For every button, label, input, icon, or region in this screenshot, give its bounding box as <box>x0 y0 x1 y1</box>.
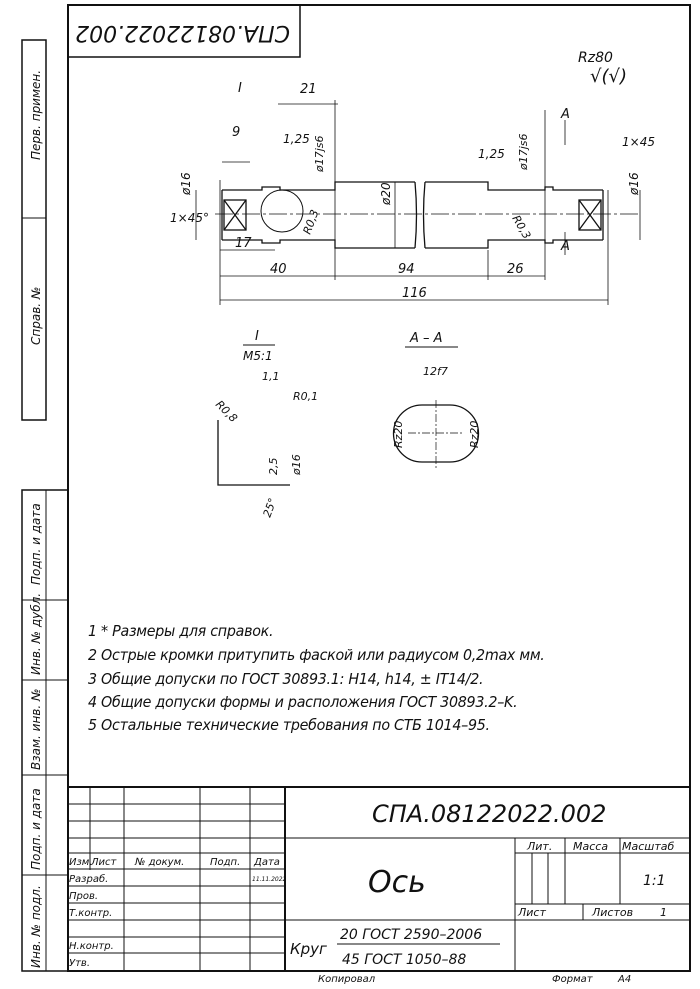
dim-1-25-left: 1,25 <box>283 132 310 146</box>
dim-chamfer-left: 1×45° <box>170 211 209 225</box>
section-rz-left: Rz20 <box>392 421 405 448</box>
tb-scale-label: Масштаб <box>622 840 674 853</box>
section-AA: А – А 12f7 Rz20 Rz20 <box>392 331 481 468</box>
label-inv-podl: Инв. № подл. <box>29 885 43 968</box>
dim-94: 94 <box>398 262 415 277</box>
section-title: А – А <box>409 331 443 346</box>
detail-dim-1-1: 1,1 <box>262 370 280 383</box>
tb-date: 11.11.2022 <box>252 876 287 883</box>
label-vzam-inv: Взам. инв. № <box>29 689 43 770</box>
section-width: 12f7 <box>423 365 448 378</box>
tb-sheet: Лист <box>517 906 546 919</box>
detail-scale: M5:1 <box>243 349 273 363</box>
note-1: 1 * Размеры для справок. <box>88 622 274 640</box>
shaft-view: 21 9 1,25 1,25 ø17js6 ø17js6 ø16 ø16 ø20… <box>170 81 655 305</box>
stamp-designation: СПА.08122022.002 <box>75 20 290 45</box>
note-5: 5 Остальные технические требования по СТ… <box>88 716 490 734</box>
dim-phi17-left: ø17js6 <box>313 135 326 173</box>
tb-copied: Копировал <box>318 974 376 985</box>
dim-17: 17 <box>235 236 252 251</box>
tb-material-top: 20 ГОСТ 2590–2006 <box>340 927 482 943</box>
section-mark-bottom: A <box>560 239 570 254</box>
tb-header-izm: Изм. <box>69 857 93 868</box>
label-perv-primen: Перв. примен. <box>29 70 43 160</box>
tb-material-prefix: Круг <box>290 940 327 958</box>
dim-40: 40 <box>270 262 287 277</box>
label-sprav-no: Справ. № <box>29 287 43 345</box>
dim-9: 9 <box>232 125 240 140</box>
roughness-symbol: √(√) <box>590 66 627 87</box>
callout-I: I <box>238 81 242 96</box>
tb-header-data: Дата <box>253 857 280 868</box>
detail-dim-2-5: 2,5 <box>267 458 280 476</box>
stamp-box <box>67 4 301 58</box>
dim-26: 26 <box>507 262 524 277</box>
tb-header-list: Лист <box>90 857 118 868</box>
tb-material-bottom: 45 ГОСТ 1050–88 <box>342 952 466 968</box>
dim-chamfer-right: 1×45 <box>622 135 655 149</box>
dim-116: 116 <box>402 286 427 301</box>
detail-title: I <box>255 329 259 344</box>
section-mark-top: A <box>560 107 570 122</box>
label-inv-dubl: Инв. № дубл. <box>29 593 43 675</box>
dim-phi16-left: ø16 <box>179 172 193 196</box>
section-rz-right: Rz20 <box>468 421 481 448</box>
dim-phi16-right: ø16 <box>627 172 641 196</box>
tb-mass: Масса <box>573 840 608 853</box>
dim-phi20: ø20 <box>379 182 393 206</box>
tb-role-tkontr: Т.контр. <box>69 908 112 919</box>
dim-21: 21 <box>300 82 317 97</box>
tb-sheets: Листов <box>591 906 633 919</box>
tb-role-prov: Пров. <box>69 891 98 902</box>
tb-sheets-count: 1 <box>660 906 667 919</box>
dim-r03-left: R0,3 <box>301 208 322 236</box>
side-strip: Перв. примен. Справ. № Подп. и дата Инв.… <box>21 39 69 972</box>
tb-role-razrab: Разраб. <box>69 873 108 885</box>
tb-part-name: Ось <box>368 865 426 900</box>
detail-angle: 25° <box>261 496 280 519</box>
tb-format-label: Формат <box>552 974 594 985</box>
label-podp-data-2: Подп. и дата <box>29 788 43 870</box>
tb-role-utv: Утв. <box>69 958 90 969</box>
tb-format: А4 <box>617 974 631 985</box>
detail-r01: R0,1 <box>293 390 318 403</box>
dim-1-25-right: 1,25 <box>478 147 505 161</box>
note-2: 2 Острые кромки притупить фаской или рад… <box>88 646 545 664</box>
detail-r08: R0,8 <box>213 398 240 425</box>
note-4: 4 Общие допуски формы и расположения ГОС… <box>88 693 518 711</box>
detail-I: I M5:1 1,1 R0,1 R0,8 2,5 ø16 25° <box>213 329 318 519</box>
tb-header-podp: Подп. <box>210 857 240 868</box>
note-3: 3 Общие допуски по ГОСТ 30893.1: H14, h1… <box>88 670 484 688</box>
inner-frame <box>67 4 691 972</box>
detail-phi16: ø16 <box>290 454 303 476</box>
tb-designation: СПА.08122022.002 <box>372 800 606 828</box>
title-block: СПА.08122022.002 Ось Изм. Лист № докум. … <box>68 786 690 985</box>
tb-scale: 1:1 <box>643 873 666 889</box>
dim-r03-right: R0,3 <box>509 213 533 241</box>
dim-phi17-right: ø17js6 <box>517 133 530 171</box>
tb-role-nkontr: Н.контр. <box>69 941 114 952</box>
label-podp-data-1: Подп. и дата <box>29 503 43 585</box>
roughness-label: Rz80 <box>578 50 613 66</box>
tb-header-doc: № докум. <box>134 857 184 868</box>
tb-lit: Лит. <box>526 840 552 853</box>
